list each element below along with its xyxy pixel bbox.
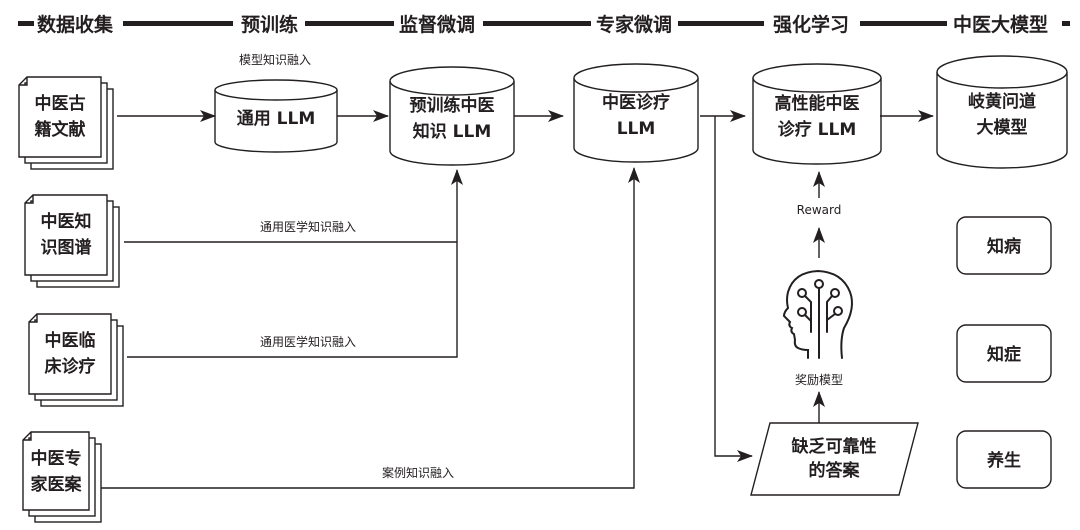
model-label-line: 大模型	[977, 117, 1028, 138]
model-label-line: 中医诊疗	[602, 92, 670, 113]
edge-label-clinical: 通用医学知识融入	[260, 334, 356, 349]
arrow-cases-to-diagnosis	[101, 167, 640, 489]
phase-bar	[1062, 21, 1070, 26]
cylinder-top	[214, 79, 338, 101]
unreliable-answer-node	[750, 422, 919, 496]
model-label-line: 通用 LLM	[237, 109, 316, 129]
capability-zhizheng: 知症	[956, 324, 1052, 383]
page-front	[18, 76, 102, 158]
source-label-line: 家医案	[31, 474, 83, 495]
ai-head-circuit-icon	[782, 269, 853, 359]
capability-yangsheng: 养生	[956, 430, 1052, 489]
page-front	[24, 194, 108, 276]
capability-zhibing: 知病	[956, 216, 1052, 275]
reward-model-label: 奖励模型	[795, 373, 843, 387]
source-label-line: 床诊疗	[45, 356, 96, 377]
cylinder-body	[936, 72, 1068, 169]
phase-header: 数据收集 预训练 监督微调 专家微调 强化学习 中医大模型	[18, 13, 1070, 36]
capability-label: 知症	[986, 344, 1021, 365]
phase-bar	[678, 21, 764, 26]
phase-bar	[123, 21, 233, 26]
source-label-line: 中医知	[41, 211, 92, 232]
cylinder-body	[389, 81, 515, 166]
model-label-line: 岐黄问道	[968, 91, 1036, 112]
phase-bar	[18, 21, 34, 26]
cylinder-top	[573, 63, 699, 93]
source-label-line: 籍文献	[35, 119, 86, 140]
source-label-line: 识图谱	[41, 237, 92, 258]
reward-label: Reward	[797, 203, 842, 217]
cylinder-top	[936, 55, 1068, 89]
cylinder-body	[752, 78, 882, 165]
model-label-line: 预训练中医	[410, 95, 495, 116]
cylinder-body	[573, 78, 699, 163]
phase-bar	[860, 21, 947, 26]
phase-label-rl: 强化学习	[773, 13, 849, 36]
model-label-line: 知识 LLM	[412, 121, 492, 142]
tcm-diagnosis-llm-node: 中医诊疗 LLM	[573, 63, 699, 163]
cylinder-top	[389, 66, 515, 96]
cylinder-top	[752, 63, 882, 93]
phase-bar	[305, 21, 394, 26]
phase-label-data-collection: 数据收集	[37, 13, 114, 36]
model-label-line: 诊疗 LLM	[778, 119, 857, 140]
capability-label: 养生	[986, 450, 1021, 471]
general-llm-caption: 模型知识融入	[239, 53, 311, 67]
page-front	[22, 431, 90, 511]
phase-bar	[483, 21, 591, 26]
source-label-line: 中医古	[35, 93, 86, 114]
page-front	[28, 313, 112, 395]
edge-label-kg: 通用医学知识融入	[260, 219, 356, 234]
unreliable-answer-line-1: 缺乏可靠性	[792, 436, 877, 457]
model-label-line: 高性能中医	[775, 93, 860, 114]
source-label-line: 中医临	[45, 330, 96, 351]
capability-label: 知病	[986, 236, 1021, 257]
general-llm-node: 通用 LLM	[214, 79, 338, 153]
arrow-diagnosis-to-unreliable-answer	[714, 116, 753, 462]
phase-label-expert-finetune: 专家微调	[596, 13, 672, 36]
cylinder-body	[214, 90, 338, 153]
phase-label-tcm-llm: 中医大模型	[953, 13, 1048, 36]
arrow-clinical-to-pretrain	[127, 169, 463, 358]
edge-label-cases: 案例知识融入	[382, 465, 454, 480]
model-label-line: LLM	[617, 119, 656, 139]
phase-label-pretraining: 预训练	[241, 13, 298, 36]
source-label-line: 中医专	[31, 448, 82, 469]
phase-label-sft: 监督微调	[399, 13, 475, 36]
unreliable-answer-line-2: 的答案	[809, 460, 861, 481]
